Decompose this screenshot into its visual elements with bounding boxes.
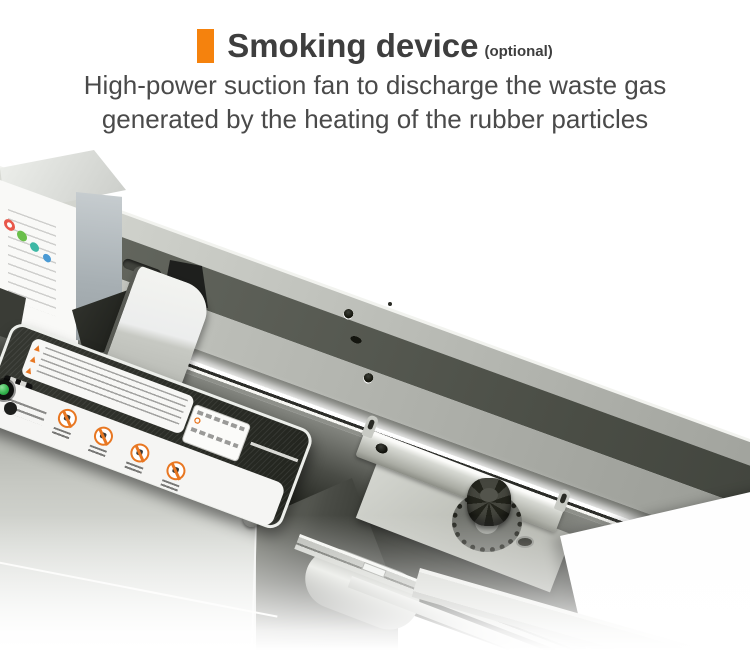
stripe-segment xyxy=(64,227,71,230)
label-box xyxy=(0,150,132,355)
stripe-segment xyxy=(64,227,71,230)
prohibition-icon-group xyxy=(124,440,153,475)
prohibition-caption-lines xyxy=(51,426,71,440)
spec-bullet-lines xyxy=(250,441,299,462)
machine-product-photo xyxy=(0,148,750,650)
title-row: Smoking device (optional) xyxy=(0,27,750,65)
bracket-hole xyxy=(374,442,389,455)
warning-triangle-icon xyxy=(25,366,34,375)
page-title: Smoking device xyxy=(227,27,479,64)
orange-accent-bar xyxy=(197,29,215,63)
stripe-segment xyxy=(64,227,71,230)
prohibition-circle-icon xyxy=(55,406,80,431)
small-knob xyxy=(4,402,17,415)
prohibition-caption-lines xyxy=(124,461,144,475)
power-led xyxy=(0,380,14,400)
prohibition-circle-icon xyxy=(127,440,153,466)
prohibition-circle-icon xyxy=(163,458,189,483)
prohibition-circle-icon xyxy=(91,423,116,448)
header: Smoking device (optional) High-power suc… xyxy=(0,0,750,136)
stripe-segment xyxy=(64,227,71,230)
subtitle-line-2: generated by the heating of the rubber p… xyxy=(101,104,649,134)
small-pin-hole xyxy=(388,302,392,306)
stripe-segment xyxy=(64,227,71,230)
subtitle-line-1: High-power suction fan to discharge the … xyxy=(83,70,667,100)
subtitle: High-power suction fan to discharge the … xyxy=(0,68,750,136)
bottom-white-fade xyxy=(0,515,750,650)
stripe-segment xyxy=(64,227,71,230)
label-color-stripe xyxy=(64,227,71,338)
page-title-note: (optional) xyxy=(484,43,553,60)
prohibition-icon-group xyxy=(51,406,80,440)
prohibition-icon-group xyxy=(87,423,116,457)
warning-triangle-icon xyxy=(29,355,38,364)
prohibition-icon-group xyxy=(160,458,189,492)
prohibition-caption-lines xyxy=(87,444,108,457)
warning-triangle-icon xyxy=(33,344,42,352)
